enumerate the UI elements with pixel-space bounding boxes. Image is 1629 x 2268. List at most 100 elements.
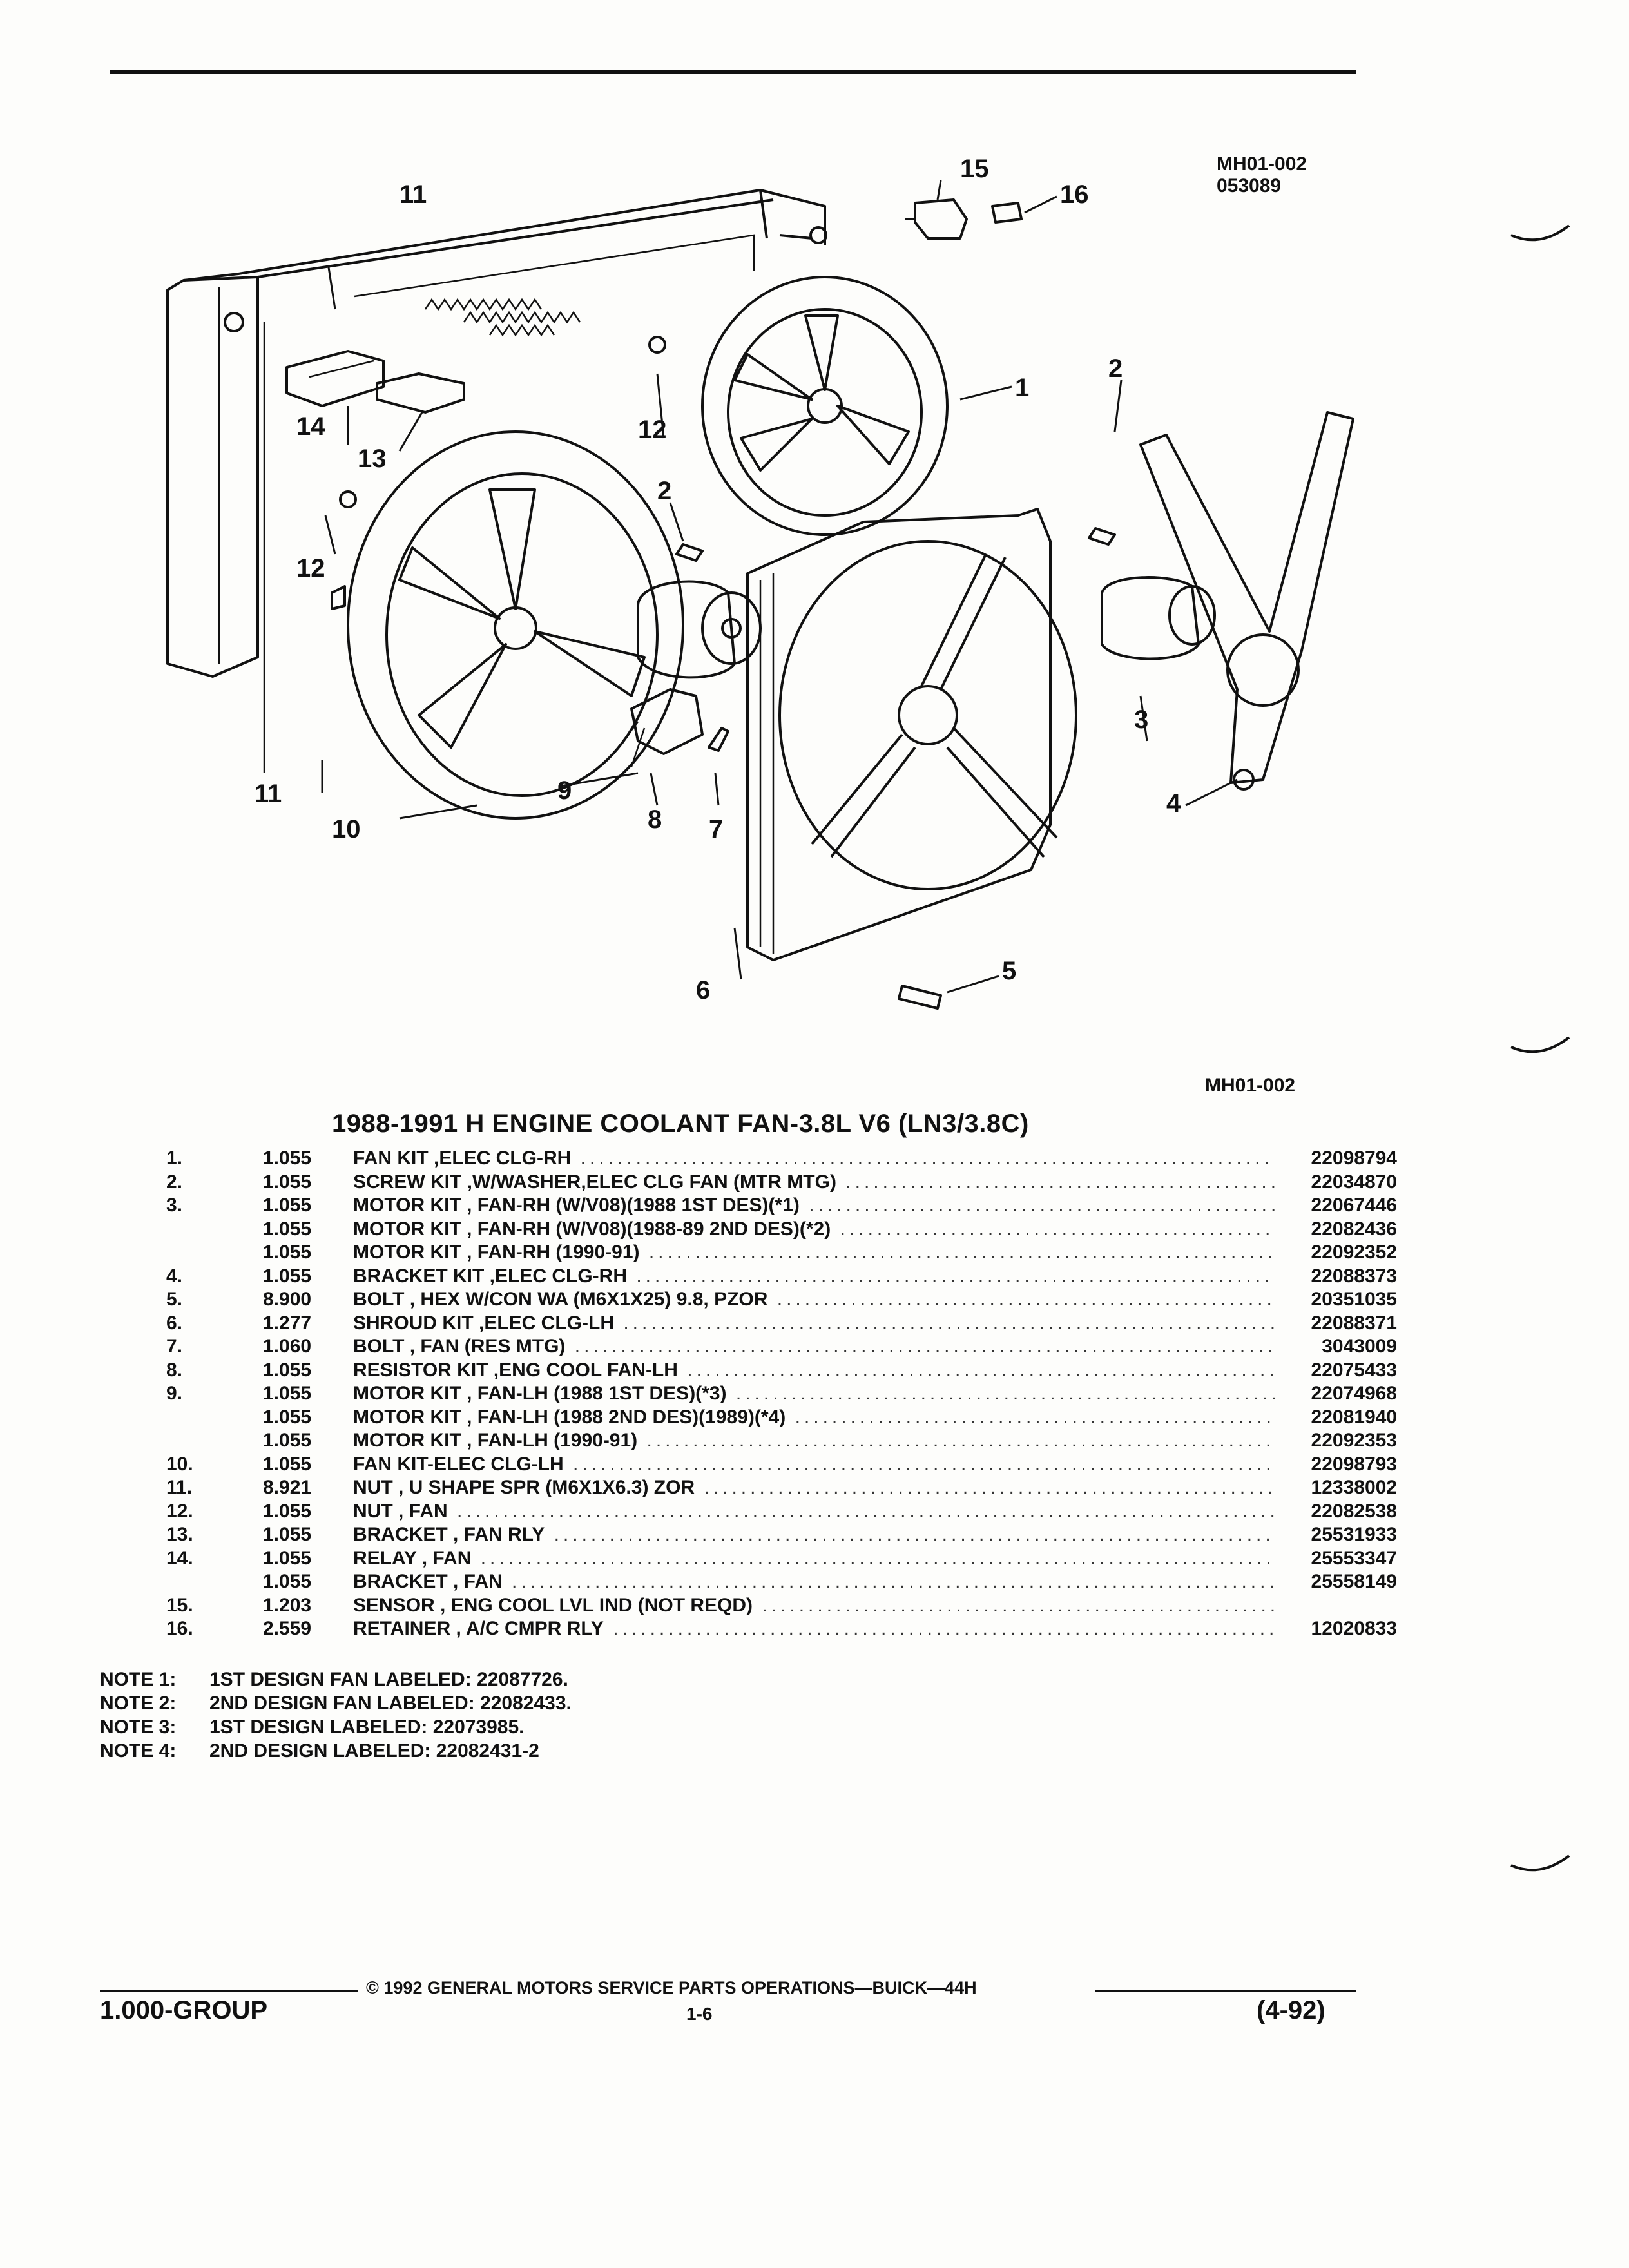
leader-dots: ........................................… [776, 1289, 1275, 1311]
part-description-text: SHROUD KIT ,ELEC CLG-LH [353, 1312, 614, 1334]
diagram-caption: MH01-002 [1205, 1075, 1296, 1096]
leader-dots: ........................................… [636, 1265, 1275, 1287]
group-number: 1.055 [263, 1571, 312, 1593]
callout-2-lh: 2 [657, 477, 671, 505]
group-number: 1.203 [263, 1594, 312, 1616]
group-number: 1.055 [263, 1242, 312, 1264]
note-text: 2ND DESIGN FAN LABELED: 22082433. [209, 1693, 572, 1714]
part-number: 20351035 [1311, 1289, 1397, 1311]
callout-14: 14 [296, 412, 325, 441]
callout-1: 1 [1015, 374, 1029, 402]
item-number: 14. [166, 1547, 193, 1569]
part-description: RETAINER , A/C CMPR RLY ................… [353, 1617, 1307, 1641]
part-description: RELAY , FAN ............................… [353, 1547, 1307, 1571]
rh-bracket [1139, 411, 1354, 791]
retainer [991, 202, 1023, 224]
leader-dots: ........................................… [845, 1171, 1275, 1193]
part-number: 25531933 [1311, 1524, 1397, 1546]
note-label: NOTE 4: [100, 1740, 177, 1762]
part-description: NUT , U SHAPE SPR (M6X1X6.3) ZOR .......… [353, 1476, 1307, 1500]
item-number: 1. [166, 1148, 183, 1169]
item-number [142, 1218, 263, 1242]
part-number: 22092352 [1311, 1242, 1397, 1264]
part-number: 25553347 [1311, 1547, 1397, 1569]
part-description-text: BRACKET , FAN [353, 1571, 503, 1593]
part-description-text: BRACKET KIT ,ELEC CLG-RH [353, 1265, 627, 1287]
part-number: 3043009 [1322, 1336, 1397, 1358]
group-number: 1.055 [263, 1406, 312, 1428]
exploded-diagram: 1 2 2 3 4 5 6 7 8 9 10 11 11 12 12 13 14… [166, 155, 1354, 1010]
note-text: 2ND DESIGN LABELED: 22082431-2 [209, 1740, 539, 1762]
leader-dots: ........................................… [574, 1336, 1275, 1358]
leader-dots: ........................................… [735, 1383, 1275, 1405]
part-number: 22098794 [1311, 1148, 1397, 1169]
leader-dots: ........................................… [646, 1430, 1275, 1452]
callout-9: 9 [557, 776, 572, 805]
leader-dots: ........................................… [687, 1359, 1275, 1381]
note-label: NOTE 2: [100, 1693, 177, 1714]
part-number: 22074968 [1311, 1383, 1397, 1405]
note-text: 1ST DESIGN LABELED: 22073985. [209, 1716, 525, 1738]
group-number: 1.055 [263, 1547, 312, 1569]
part-description-text: FAN KIT-ELEC CLG-LH [353, 1453, 564, 1475]
parts-row: 14. 1.055 RELAY , FAN ....................… [142, 1547, 1397, 1571]
part-description: BOLT , FAN (RES MTG) ...................… [353, 1335, 1307, 1359]
part-description: BOLT , HEX W/CON WA (M6X1X25) 9.8, PZOR … [353, 1288, 1307, 1312]
page-title: 1988-1991 H ENGINE COOLANT FAN-3.8L V6 (… [332, 1110, 1029, 1138]
item-number: 12. [166, 1500, 193, 1522]
part-description: SCREW KIT ,W/WASHER,ELEC CLG FAN (MTR MT… [353, 1171, 1307, 1195]
leader-dots: ........................................… [648, 1242, 1275, 1264]
group-number: 1.055 [263, 1453, 312, 1475]
leader-dots: ........................................… [554, 1524, 1275, 1546]
relay-bracket [376, 372, 465, 414]
footer-date: (4-92) [1257, 1996, 1325, 2024]
leader-dots: ........................................… [795, 1406, 1275, 1428]
part-description: FAN KIT-ELEC CLG-LH ....................… [353, 1453, 1307, 1477]
item-number [142, 1406, 263, 1430]
diagram-ref-code: MH01-002 [1217, 153, 1307, 175]
part-description: MOTOR KIT , FAN-LH (1988 2ND DES)(1989)(… [353, 1406, 1307, 1430]
item-number: 6. [166, 1312, 183, 1334]
callout-12-lower: 12 [296, 554, 325, 582]
part-description: MOTOR KIT , FAN-RH (W/V08)(1988 1ST DES)… [353, 1194, 1307, 1218]
leader-dots: ........................................… [840, 1218, 1275, 1240]
leader-lines [321, 180, 1238, 994]
item-number: 7. [166, 1336, 183, 1358]
part-description: BRACKET , FAN RLY ......................… [353, 1523, 1307, 1547]
callout-16: 16 [1060, 180, 1089, 209]
part-description-text: MOTOR KIT , FAN-LH (1990-91) [353, 1430, 638, 1452]
part-description: BRACKET , FAN ..........................… [353, 1570, 1307, 1594]
parts-table: 1. 1.055 FAN KIT ,ELEC CLG-RH ............… [142, 1147, 1397, 1641]
footer-page-number: 1-6 [686, 2004, 713, 2024]
radiator [166, 189, 827, 773]
item-number: 2. [166, 1171, 183, 1193]
item-number [142, 1429, 263, 1453]
part-description-text: MOTOR KIT , FAN-RH (W/V08)(1988-89 2ND D… [353, 1218, 831, 1240]
part-description-text: SENSOR , ENG COOL LVL IND (NOT REQD) [353, 1594, 753, 1616]
part-description-text: NUT , U SHAPE SPR (M6X1X6.3) ZOR [353, 1477, 695, 1499]
part-description-text: RELAY , FAN [353, 1547, 472, 1569]
item-number: 16. [166, 1618, 193, 1640]
callout-2-rh: 2 [1108, 354, 1123, 383]
part-number: 22081940 [1311, 1406, 1397, 1428]
part-description: NUT , FAN ..............................… [353, 1500, 1307, 1524]
callout-7: 7 [709, 815, 723, 843]
item-number: 9. [166, 1383, 183, 1405]
callout-10: 10 [332, 815, 361, 843]
group-number: 8.900 [263, 1289, 312, 1311]
callout-8: 8 [648, 805, 662, 834]
parts-row: 1.055 BRACKET , FAN .....................… [142, 1570, 1397, 1594]
part-description: FAN KIT ,ELEC CLG-RH ...................… [353, 1147, 1307, 1171]
notes: NOTE 1:1ST DESIGN FAN LABELED: 22087726.… [100, 1667, 572, 1763]
item-number: 11. [166, 1477, 193, 1499]
callout-12-upper: 12 [638, 416, 667, 444]
part-description-text: RETAINER , A/C CMPR RLY [353, 1618, 604, 1640]
item-number: 3. [166, 1195, 183, 1216]
